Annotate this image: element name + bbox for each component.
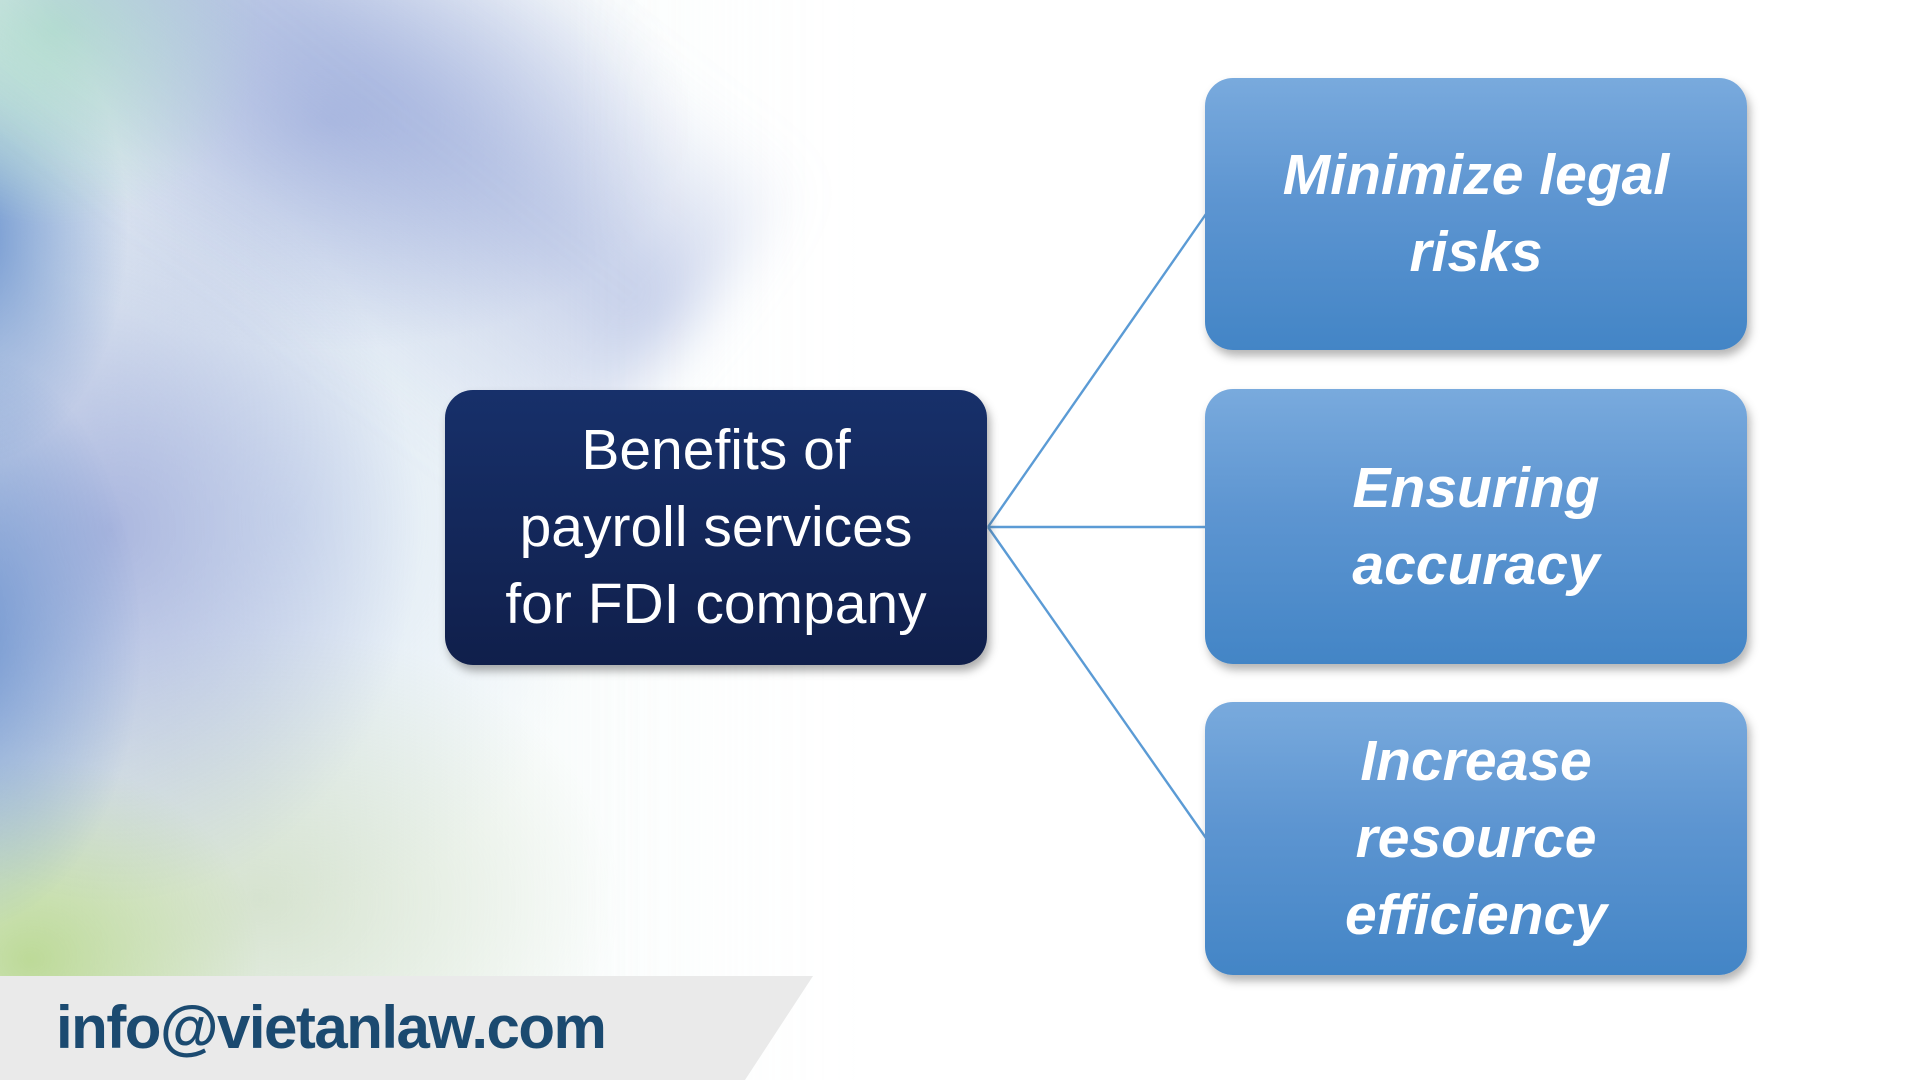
benefit-box-increase-resource-efficiency: Increase resource efficiency [1205,702,1747,975]
benefit-line: Increase [1360,729,1592,793]
benefit-box-minimize-legal-risks: Minimize legal risks [1205,78,1747,350]
connector-line-top [987,213,1207,528]
center-topic-box: Benefits of payroll services for FDI com… [445,390,987,665]
benefit-line: risks [1409,220,1543,284]
center-topic-line: payroll services [519,495,913,559]
connector-line-bottom [987,526,1207,839]
benefit-box-ensuring-accuracy: Ensuring accuracy [1205,389,1747,664]
footer-bar: info@vietanlaw.com [0,976,813,1080]
center-topic-line: for FDI company [505,572,927,636]
footer-email: info@vietanlaw.com [56,994,607,1061]
benefit-line: Ensuring [1352,455,1600,520]
center-topic-line: Benefits of [581,418,851,482]
benefit-line: Minimize legal [1282,143,1670,207]
benefit-line: efficiency [1345,883,1607,947]
benefit-line: accuracy [1352,532,1600,597]
benefit-line: resource [1355,806,1597,870]
